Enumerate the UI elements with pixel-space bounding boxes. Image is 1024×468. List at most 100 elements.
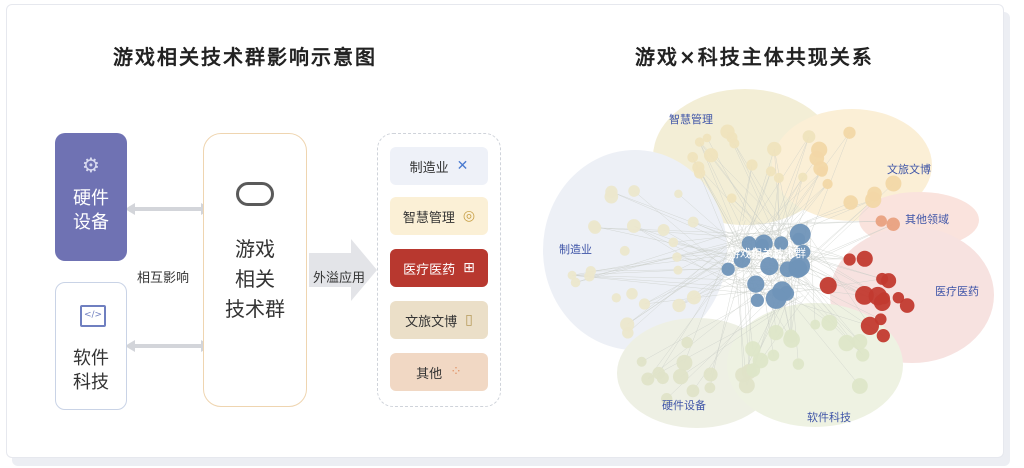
network-edge [788,298,861,387]
network-node [668,237,679,248]
network-node [792,232,806,246]
network-edge [759,228,850,260]
network-node [774,236,789,251]
core-box: 游戏 相关 技术群 [203,133,307,407]
network-node [843,126,856,139]
network-node [656,371,669,385]
tools-icon: ✕ [456,158,469,174]
network-edge [698,167,770,244]
network-node [636,356,647,367]
network-node [843,195,858,210]
network-node [704,382,716,394]
network-node [657,224,670,237]
network-node [819,276,837,295]
network-edge [809,199,874,227]
network-edge [572,275,769,290]
network-node [767,141,782,157]
network-node [672,298,686,313]
network-edge [680,296,800,377]
network-node [747,275,765,293]
network-edge [706,137,796,300]
network-node [694,137,705,147]
network-node [813,161,829,176]
app-smart-management: 智慧管理 ◎ [390,197,488,235]
network-node [588,220,601,233]
network-node [687,216,699,228]
gamepad-icon [236,182,274,206]
network-node [703,367,718,382]
software-line2: 科技 [73,372,109,393]
network-edge [731,164,753,260]
network-node [746,159,758,171]
network-node [638,298,651,310]
network-edge [627,240,737,325]
network-node [886,217,900,232]
network-edge [737,253,792,340]
network-node [768,325,784,341]
core-line3: 技术群 [225,297,285,321]
network-edge [743,171,823,244]
software-line1: 软件 [73,348,109,369]
cluster-label-software: 软件科技 [807,410,851,424]
network-edge [791,286,799,365]
gear-icon: ⚙ [82,153,100,177]
network-edge [633,225,758,287]
network-edge [809,234,816,325]
network-node [567,270,577,280]
network-node [660,393,673,405]
network-node [798,172,808,182]
network-edge [742,164,753,222]
network-node [855,285,874,305]
network-node [687,151,698,163]
network-edge [734,143,796,243]
network-node [802,130,816,143]
network-node [605,185,618,198]
right-title: 游戏×科技主体共现关系 [635,45,874,69]
network-node [585,265,597,277]
network-node [874,313,887,326]
software-box: </> 软件 科技 [55,282,127,410]
network-node [672,252,682,262]
network-node [750,293,764,307]
network-node [867,186,882,202]
network-node [885,175,902,192]
network-node [686,384,700,398]
cluster-label-hardware: 硬件设备 [662,398,706,412]
network-node [760,256,779,276]
network-node [693,167,706,179]
network-edge [742,171,823,286]
app-other: 其他 ⁘ [390,353,488,391]
network-edge [663,229,733,270]
left-title: 游戏相关技术群影响示意图 [113,45,377,69]
network-node [619,245,630,256]
network-edge [803,228,871,327]
network-edge [698,167,758,270]
network-node [720,124,735,139]
network-edge [763,289,774,356]
hardware-line2: 设备 [73,212,109,233]
network-edge [770,242,865,296]
cooccurrence-network: 智慧管理 文旅文博 其他领域 制造业 医疗医药 硬件设备 软件科技 游戏相关技术… [543,89,994,428]
network-edge [595,227,778,235]
cluster-label-culture: 文旅文博 [887,162,931,176]
core-line1: 游戏 [235,237,275,261]
network-edge [633,190,760,299]
network-node [611,293,621,303]
network-node [783,331,800,348]
network-edge [739,278,743,376]
network-node [628,185,640,197]
network-node [851,378,868,394]
sw-arrow-left [125,340,135,352]
network-edge [731,197,770,233]
network-edge [575,229,742,283]
spill-arrow [309,239,377,301]
hardware-line1: 硬件 [73,188,109,209]
network-edge [647,295,804,380]
network-node [875,215,887,227]
network-node [856,250,873,267]
network-node [745,341,761,357]
network-node [641,372,655,386]
figure-frame: 游戏相关技术群影响示意图 游戏×科技主体共现关系 ⚙ 硬件 设备 </> 软件 … [6,4,1004,458]
cluster-label-other: 其他领域 [905,213,949,226]
network-node [876,272,889,285]
